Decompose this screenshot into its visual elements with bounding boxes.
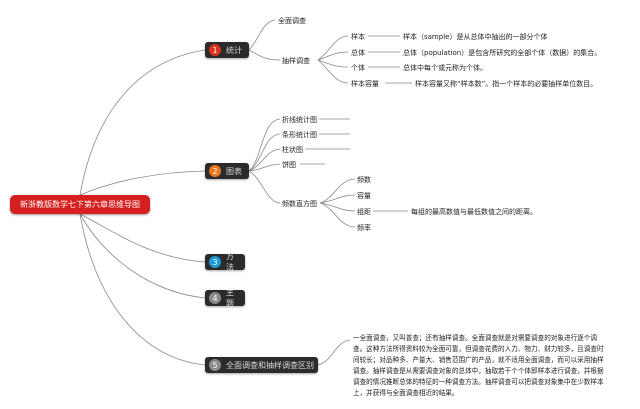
branch-methods[interactable]: 3 方法 — [205, 252, 245, 272]
number-badge: 4 — [209, 292, 221, 304]
detail-sample-size: 样本容量又称“样本数”。指一个样本的必要抽样单位数目。 — [415, 80, 598, 88]
number-badge: 5 — [209, 359, 221, 371]
node-population[interactable]: 总体 — [351, 49, 365, 57]
branch-label: 方法 — [226, 252, 234, 272]
detail-individual: 总体中每个或元称为个体。 — [403, 64, 487, 72]
survey-difference-note: 一全面调查，又叫普查；还有抽样调查。全面调查就是对需要调查的对象进行逐个调查。这… — [353, 334, 604, 397]
branch-statistics[interactable]: 1 统计 — [205, 42, 249, 58]
node-sample-survey[interactable]: 抽样调查 — [282, 57, 310, 65]
node-sample-size[interactable]: 样本容量 — [351, 80, 379, 88]
detail-class-width: 每组的最高数值与最低数值之间的距离。 — [411, 208, 537, 216]
root-topic[interactable]: 新浙教版数学七下第六章思维导图 — [10, 195, 150, 214]
number-badge: 3 — [209, 256, 221, 268]
number-badge: 2 — [209, 165, 221, 177]
branch-label: 图表 — [226, 166, 242, 176]
node-histogram[interactable]: 频数直方图 — [282, 200, 317, 208]
detail-population: 总体（population）是包含所研究的全部个体（数据）的集合。 — [403, 49, 602, 57]
node-pie-chart[interactable]: 饼图 — [282, 161, 296, 169]
node-column-chart[interactable]: 柱状图 — [282, 146, 303, 154]
node-line-chart[interactable]: 折线统计图 — [282, 116, 317, 124]
branch-survey-difference[interactable]: 5 全面调查和抽样调查区别 — [205, 357, 318, 373]
branch-label: 主题 — [226, 288, 234, 308]
branch-label: 全面调查和抽样调查区别 — [226, 360, 314, 370]
node-class-width[interactable]: 组距 — [357, 208, 371, 216]
branch-label: 统计 — [226, 45, 242, 55]
node-sample[interactable]: 样本 — [351, 33, 365, 41]
number-badge: 1 — [209, 44, 221, 56]
node-individual[interactable]: 个体 — [351, 64, 365, 72]
detail-sample: 样本（sample）是从总体中抽出的一部分个体 — [403, 33, 548, 41]
node-full-survey[interactable]: 全面调查 — [278, 17, 306, 25]
node-bar-chart[interactable]: 条形统计图 — [282, 131, 317, 139]
branch-charts[interactable]: 2 图表 — [205, 163, 249, 179]
node-capacity[interactable]: 容量 — [357, 192, 371, 200]
branch-topics[interactable]: 4 主题 — [205, 288, 245, 308]
node-frequency[interactable]: 频数 — [357, 176, 371, 184]
node-frequency-rate[interactable]: 频率 — [357, 224, 371, 232]
